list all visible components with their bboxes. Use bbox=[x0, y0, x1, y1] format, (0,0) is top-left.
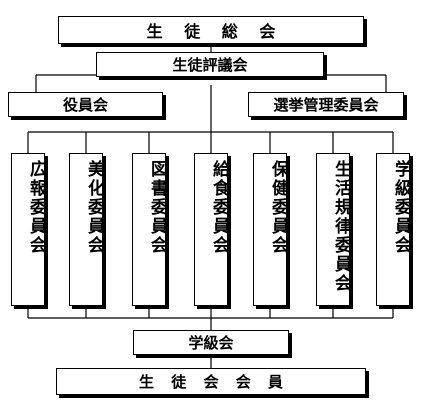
committee-box-school-lunch: 給食委員会 bbox=[194, 153, 229, 306]
student-council-members-label: 生 徒 会 会 員 bbox=[139, 373, 289, 391]
committee-label-public-relations: 広報委員会 bbox=[26, 160, 46, 255]
class-meeting-box: 学級会 bbox=[133, 330, 289, 355]
student-general-assembly-box: 生 徒 総 会 bbox=[58, 16, 364, 44]
committee-label-class-representatives: 学級委員会 bbox=[391, 160, 411, 255]
committee-box-beautification: 美化委員会 bbox=[69, 153, 104, 306]
committee-box-class-representatives: 学級委員会 bbox=[376, 153, 411, 306]
committee-box-health: 保健委員会 bbox=[253, 153, 288, 306]
committee-label-health: 保健委員会 bbox=[268, 160, 288, 255]
committee-box-public-relations: 広報委員会 bbox=[11, 153, 46, 306]
committee-box-library: 図書委員会 bbox=[132, 153, 167, 306]
class-meeting-label: 学級会 bbox=[188, 334, 234, 352]
officers-label: 役員会 bbox=[62, 96, 108, 114]
committee-label-beautification: 美化委員会 bbox=[84, 160, 104, 255]
election-committee-label: 選挙管理委員会 bbox=[273, 96, 379, 114]
committee-label-life-discipline: 生活規律委員会 bbox=[331, 160, 351, 293]
election-committee-box: 選挙管理委員会 bbox=[248, 92, 404, 117]
committee-label-school-lunch: 給食委員会 bbox=[209, 160, 229, 255]
student-general-assembly-label: 生 徒 総 会 bbox=[146, 22, 284, 41]
student-council-box: 生徒評議会 bbox=[96, 52, 324, 77]
officers-box: 役員会 bbox=[8, 92, 163, 117]
student-council-members-box: 生 徒 会 会 員 bbox=[56, 368, 366, 395]
student-council-label: 生徒評議会 bbox=[172, 56, 248, 74]
committee-box-life-discipline: 生活規律委員会 bbox=[316, 153, 351, 306]
committee-label-library: 図書委員会 bbox=[147, 160, 167, 255]
